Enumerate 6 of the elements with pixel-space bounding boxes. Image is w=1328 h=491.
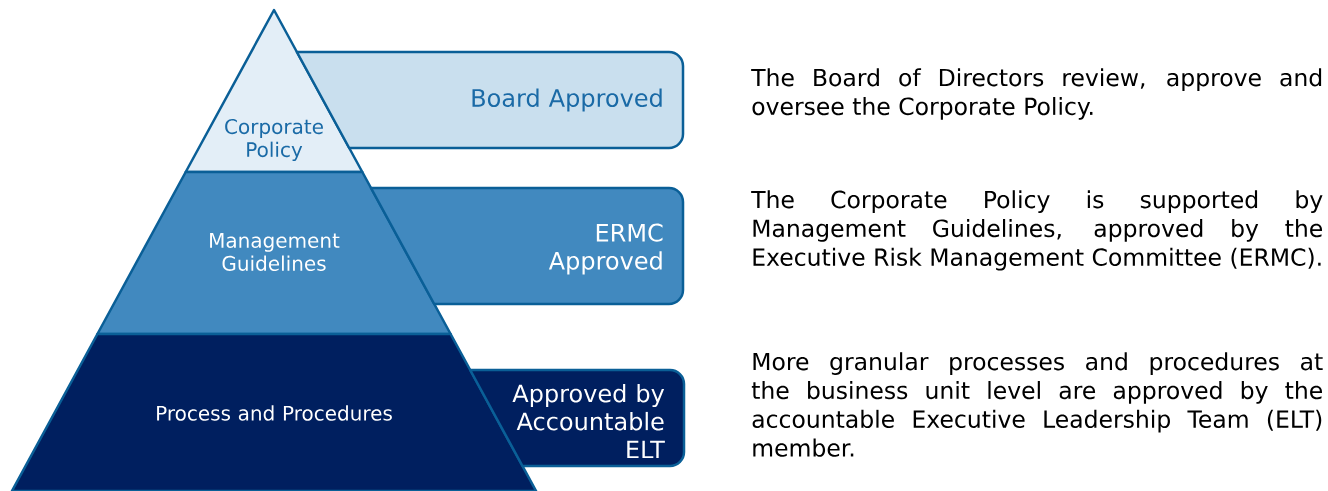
pyramid-tier: Management Guidelines [96, 170, 452, 336]
description-paragraph: The Board of Directors review, approve and oversee the Corporate Policy. [751, 68, 1322, 120]
pyramid-tier: Corporate Policy [184, 8, 364, 174]
node-label: Process and Procedures [157, 405, 392, 421]
description-paragraph: The Corporate Policy is supported by Management Guidelines, approved by the Executive Risk Management Committee (ERMC). [751, 190, 1323, 271]
description-paragraph: More granular processes and procedures at the business unit level are approved by the accountable Executive Leadership Team (ELT) member. [751, 352, 1323, 457]
